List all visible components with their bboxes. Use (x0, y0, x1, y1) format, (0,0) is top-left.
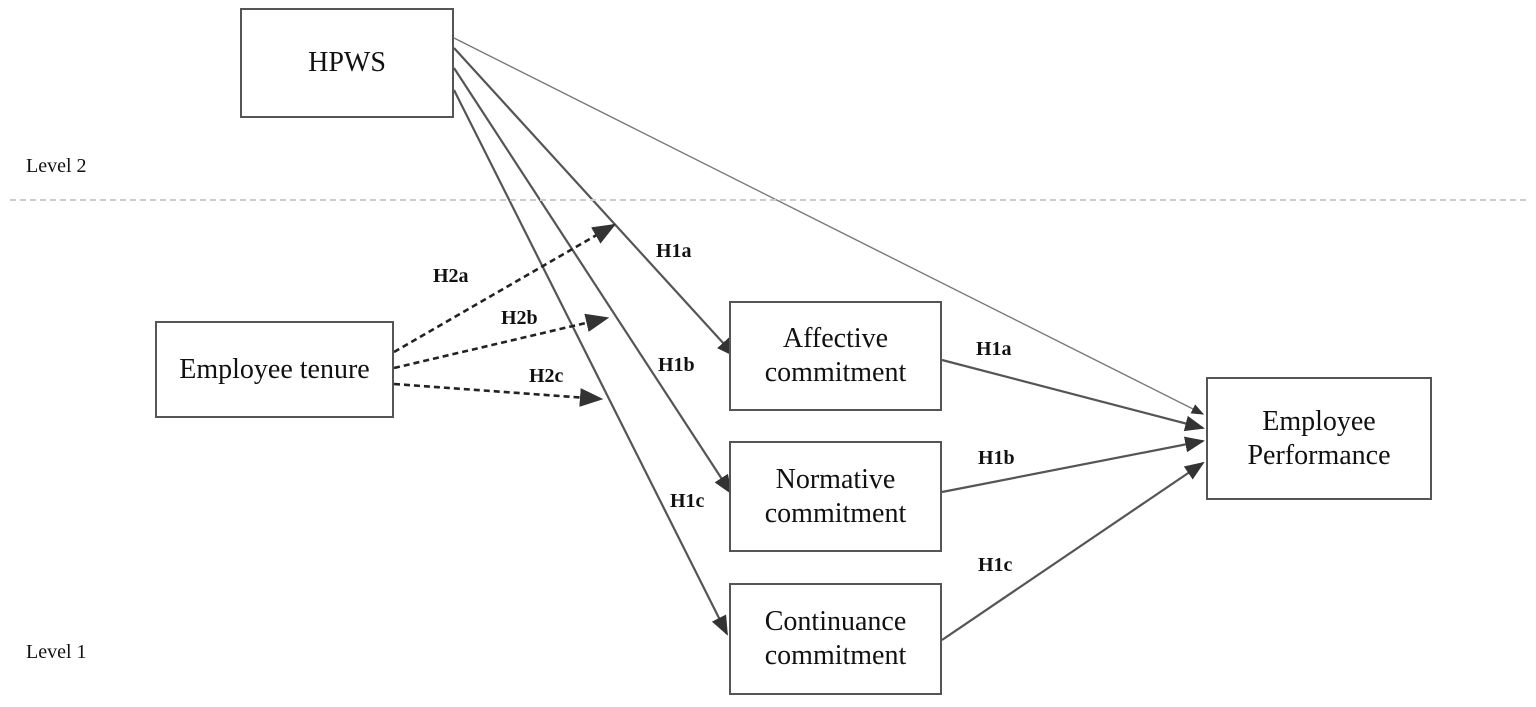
label-h1b-right: H1b (978, 447, 1015, 469)
node-normative-line1: Normative (775, 463, 896, 495)
node-employee-tenure: Employee tenure (155, 321, 394, 418)
node-performance-line1: Employee (1262, 405, 1376, 437)
level-1-label: Level 1 (26, 641, 87, 663)
label-h2b: H2b (501, 307, 538, 329)
node-affective-line2: commitment (764, 357, 907, 388)
node-normative-commitment: Normative commitment (729, 441, 942, 552)
arrow-affective-performance (941, 358, 1205, 432)
node-employee-tenure-label: Employee tenure (179, 353, 370, 385)
arrow-h2c-dashed (393, 382, 604, 407)
arrow-normative-performance (941, 436, 1205, 494)
node-affective-line1: Affective (782, 323, 889, 355)
node-continuance-line1: Continuance (764, 606, 907, 638)
label-h2a: H2a (433, 265, 469, 287)
label-h1a-right: H1a (976, 338, 1012, 360)
label-h2c: H2c (529, 365, 564, 387)
node-hpws: HPWS (240, 8, 454, 118)
arrow-h2b-dashed (393, 313, 610, 370)
arrow-hpws-affective (453, 47, 737, 358)
label-h1b-left: H1b (658, 354, 695, 376)
node-hpws-label: HPWS (308, 47, 386, 79)
node-affective-commitment: Affective commitment (729, 301, 942, 411)
node-normative-line2: commitment (764, 497, 907, 529)
arrow-continuance-performance (941, 461, 1205, 641)
node-performance-line2: Performance (1247, 439, 1391, 471)
arrow-hpws-performance (453, 37, 1205, 415)
label-h1a-left: H1a (656, 240, 692, 262)
arrow-hpws-normative (453, 67, 733, 495)
level-divider (10, 199, 1526, 201)
level-2-label: Level 2 (26, 155, 87, 177)
label-h1c-left: H1c (670, 490, 705, 512)
node-continuance-commitment: Continuance commitment (729, 583, 942, 695)
node-employee-performance: Employee Performance (1206, 377, 1432, 500)
label-h1c-right: H1c (978, 554, 1013, 576)
arrow-hpws-continuance (453, 89, 728, 636)
node-continuance-line2: commitment (764, 640, 907, 671)
arrow-h2a-dashed (393, 223, 617, 354)
